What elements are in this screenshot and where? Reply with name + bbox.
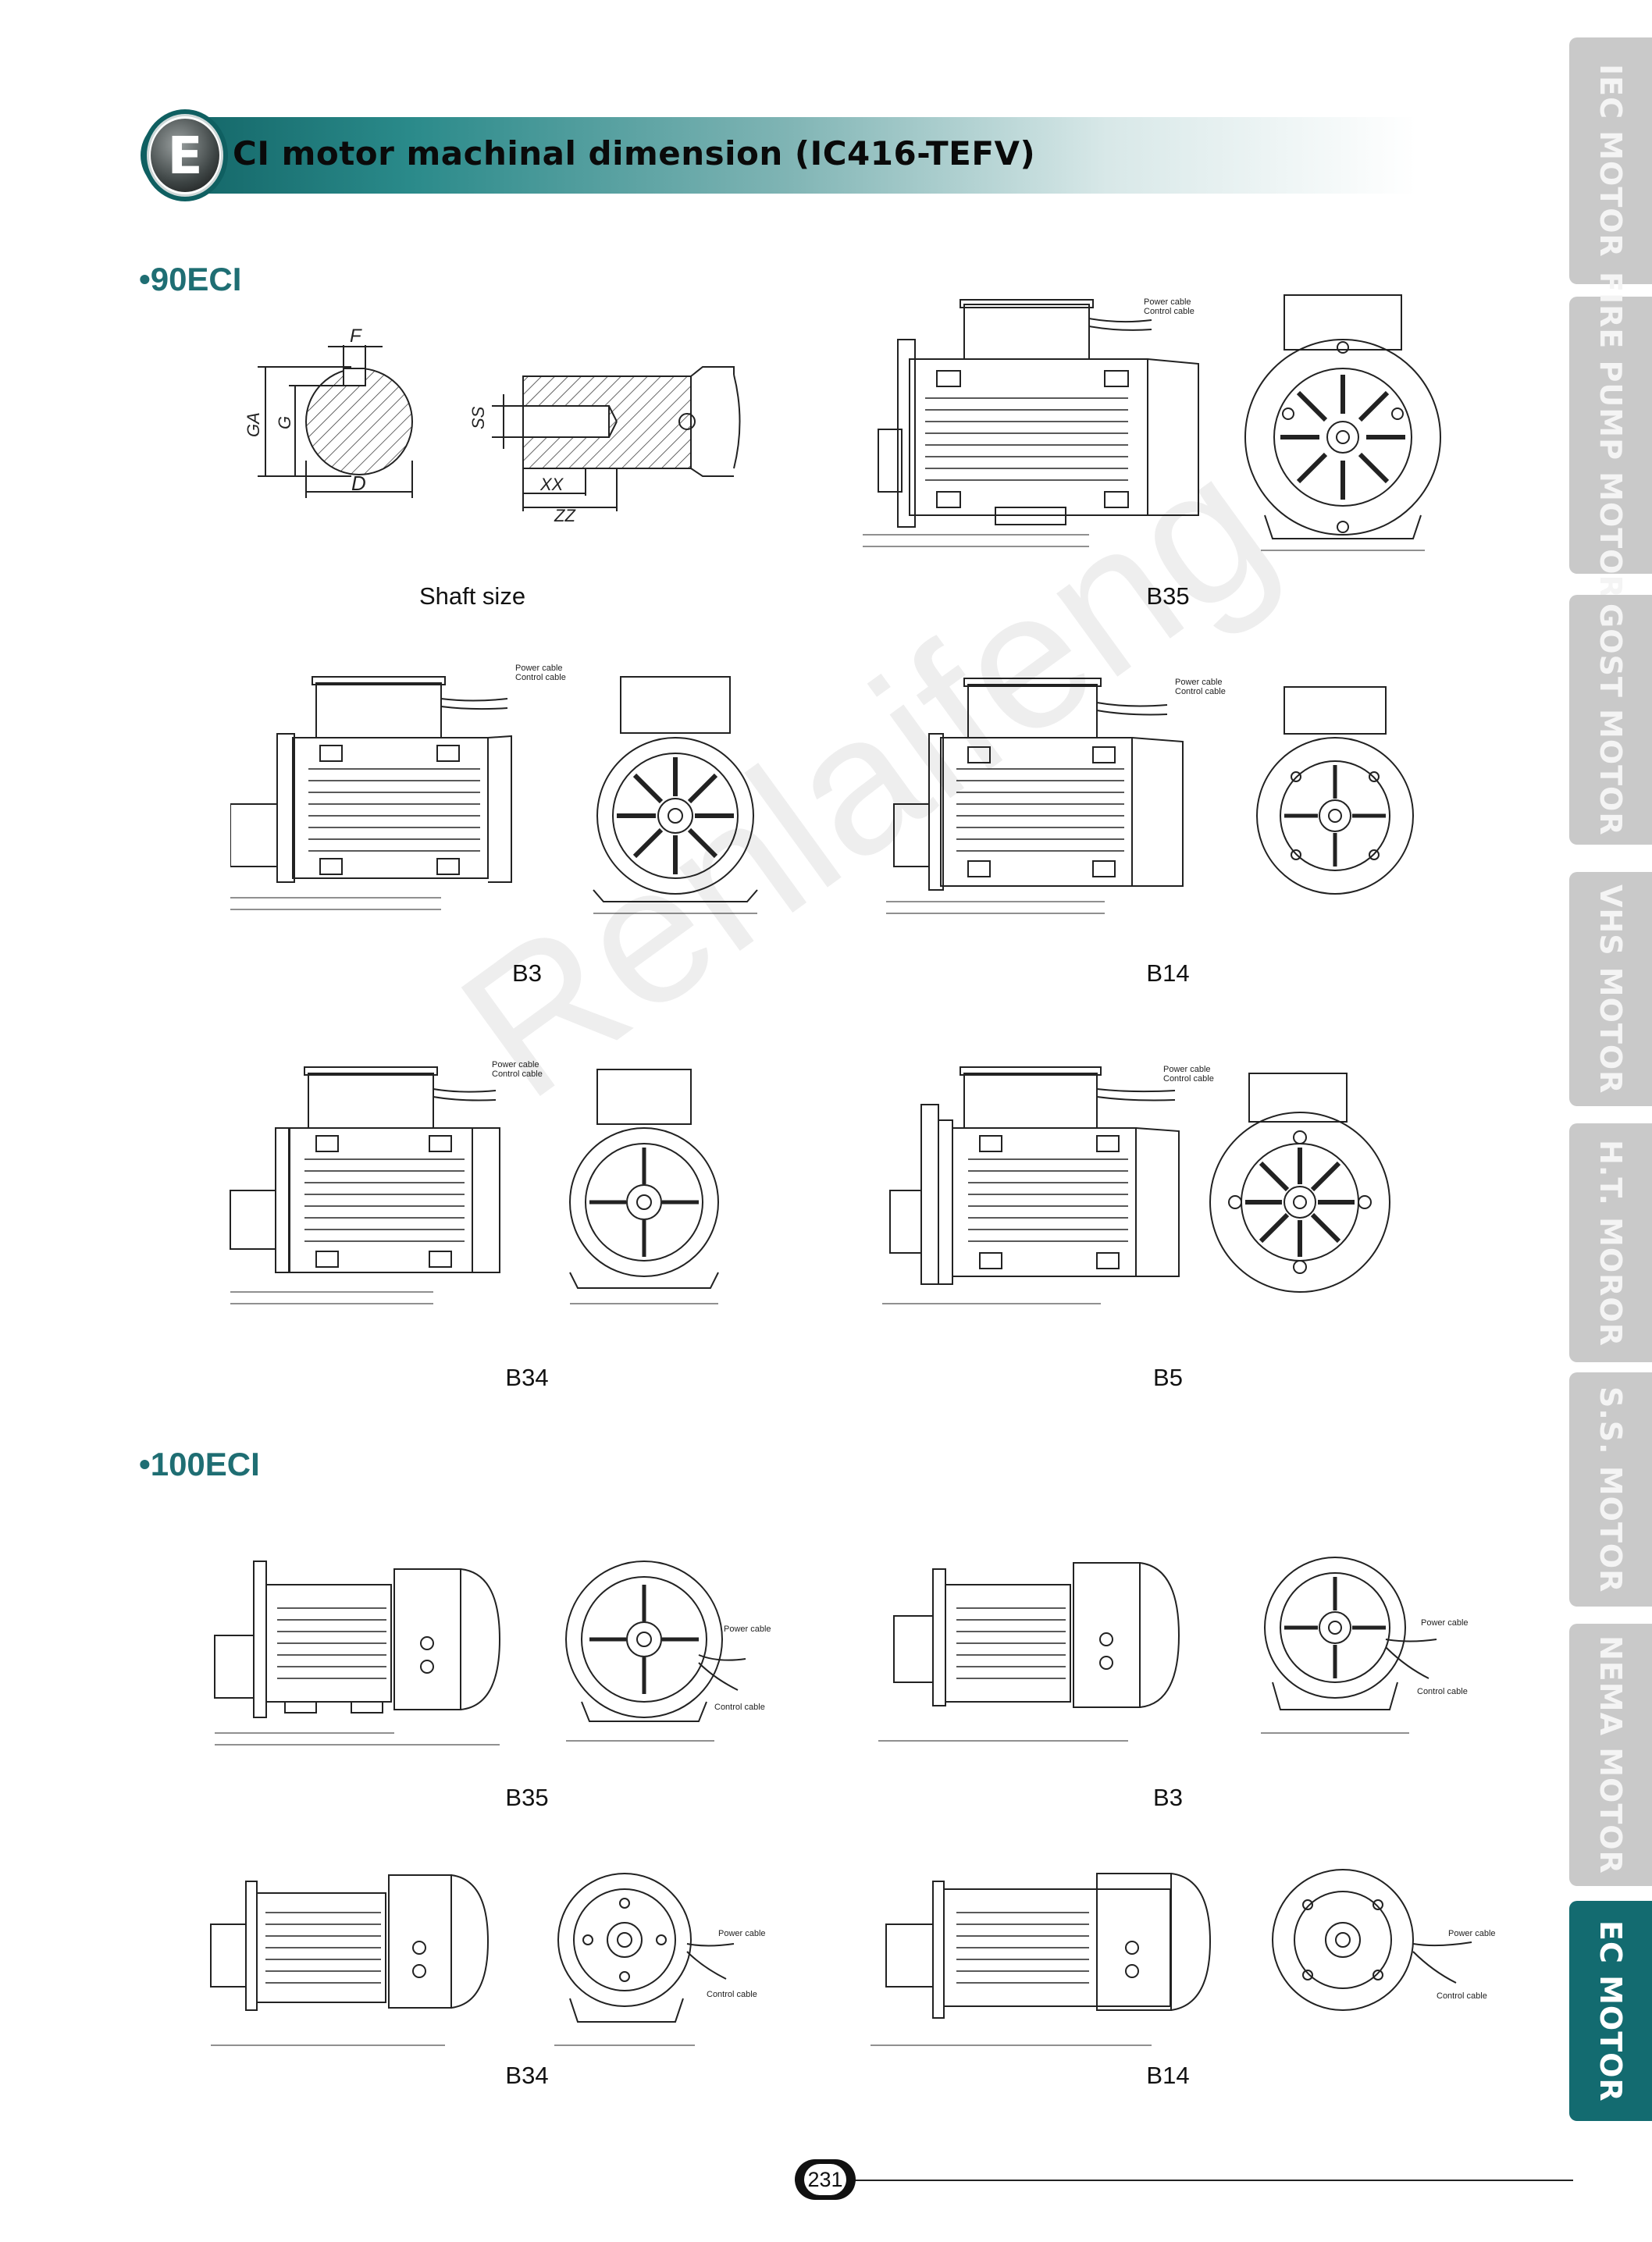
- label-control-cable: Control cable: [1175, 687, 1226, 696]
- label-control-cable: Control cable: [1163, 1074, 1214, 1084]
- label-control-cable: Control cable: [1437, 1991, 1487, 2001]
- caption-90eci-b35: B35: [1146, 582, 1190, 610]
- side-tab-nema-motor[interactable]: NEMA MOTOR: [1569, 1624, 1652, 1886]
- shaft-size-drawing: F GA G D SS XX ZZ: [226, 320, 773, 523]
- drawing-90eci-b3: Power cable Control cable: [230, 660, 816, 925]
- caption-90eci-b14: B14: [1146, 959, 1190, 987]
- caption-100eci-b14: B14: [1146, 2062, 1190, 2089]
- shaft-label-ga: GA: [244, 412, 263, 437]
- shaft-label-xx: XX: [539, 475, 564, 494]
- page-title: CI motor machinal dimension (IC416-TEFV): [233, 134, 1036, 173]
- side-tab-ht-moror[interactable]: H.T. MOROR: [1569, 1123, 1652, 1362]
- title-banner: [141, 117, 1483, 194]
- side-tab-vhs-motor[interactable]: VHS MOTOR: [1569, 872, 1652, 1106]
- drawing-90eci-b35: Power cable Control cable: [855, 281, 1464, 562]
- label-control-cable: Control cable: [1417, 1687, 1468, 1696]
- badge-letter: E: [151, 119, 219, 192]
- caption-shaft-size: Shaft size: [418, 582, 526, 610]
- shaft-label-d: D: [351, 472, 366, 495]
- label-power-cable: Power cable: [1421, 1618, 1469, 1628]
- caption-90eci-b3: B3: [512, 959, 542, 987]
- shaft-label-g: G: [275, 416, 294, 429]
- label-control-cable: Control cable: [492, 1069, 543, 1079]
- label-power-cable: Power cable: [724, 1625, 771, 1634]
- side-tab-fire-pump-motor[interactable]: FIRE PUMP MOTOR: [1569, 272, 1652, 599]
- drawing-100eci-b34: Power cable Control cable: [187, 1858, 765, 2061]
- page-number: 231: [804, 2164, 846, 2195]
- label-power-cable: Power cable: [1144, 297, 1191, 307]
- section-heading-90eci: •90ECI: [139, 261, 242, 297]
- label-power-cable: Power cable: [1448, 1929, 1496, 1938]
- label-power-cable: Power cable: [1163, 1065, 1211, 1074]
- caption-100eci-b34: B34: [505, 2062, 549, 2089]
- side-tab-gost-motor[interactable]: GOST MOTOR: [1569, 595, 1652, 845]
- shaft-label-f: F: [350, 326, 362, 347]
- shaft-label-ss: SS: [468, 406, 488, 429]
- side-tab-ss-motor[interactable]: S.S. MOTOR: [1569, 1372, 1652, 1607]
- caption-100eci-b35: B35: [505, 1784, 549, 1811]
- drawing-90eci-b34: Power cable Control cable: [207, 1050, 738, 1315]
- label-power-cable: Power cable: [492, 1060, 539, 1069]
- section-heading-100eci: •100ECI: [139, 1446, 260, 1482]
- label-control-cable: Control cable: [515, 673, 566, 682]
- side-tab-ec-motor[interactable]: EC MOTOR: [1569, 1901, 1652, 2121]
- drawing-100eci-b14: Power cable Control cable: [855, 1858, 1511, 2061]
- drawing-90eci-b14: Power cable Control cable: [871, 660, 1456, 925]
- label-power-cable: Power cable: [1175, 678, 1223, 687]
- caption-90eci-b34: B34: [505, 1364, 549, 1391]
- drawing-90eci-b5: Power cable Control cable: [867, 1050, 1413, 1315]
- page-number-badge: 231: [795, 2159, 856, 2200]
- footer-rule: [847, 2180, 1573, 2181]
- label-control-cable: Control cable: [1144, 307, 1194, 316]
- label-control-cable: Control cable: [707, 1990, 757, 1999]
- caption-90eci-b5: B5: [1153, 1364, 1183, 1391]
- caption-100eci-b3: B3: [1153, 1784, 1183, 1811]
- label-power-cable: Power cable: [515, 664, 563, 673]
- label-control-cable: Control cable: [714, 1703, 765, 1712]
- shaft-label-zz: ZZ: [554, 506, 576, 523]
- drawing-100eci-b3: Power cable Control cable: [871, 1553, 1495, 1756]
- label-power-cable: Power cable: [718, 1929, 765, 1938]
- section-badge: E: [142, 109, 228, 201]
- drawing-100eci-b35: Power cable Control cable: [199, 1553, 785, 1756]
- side-tab-iec-motor[interactable]: IEC MOTOR: [1569, 37, 1652, 284]
